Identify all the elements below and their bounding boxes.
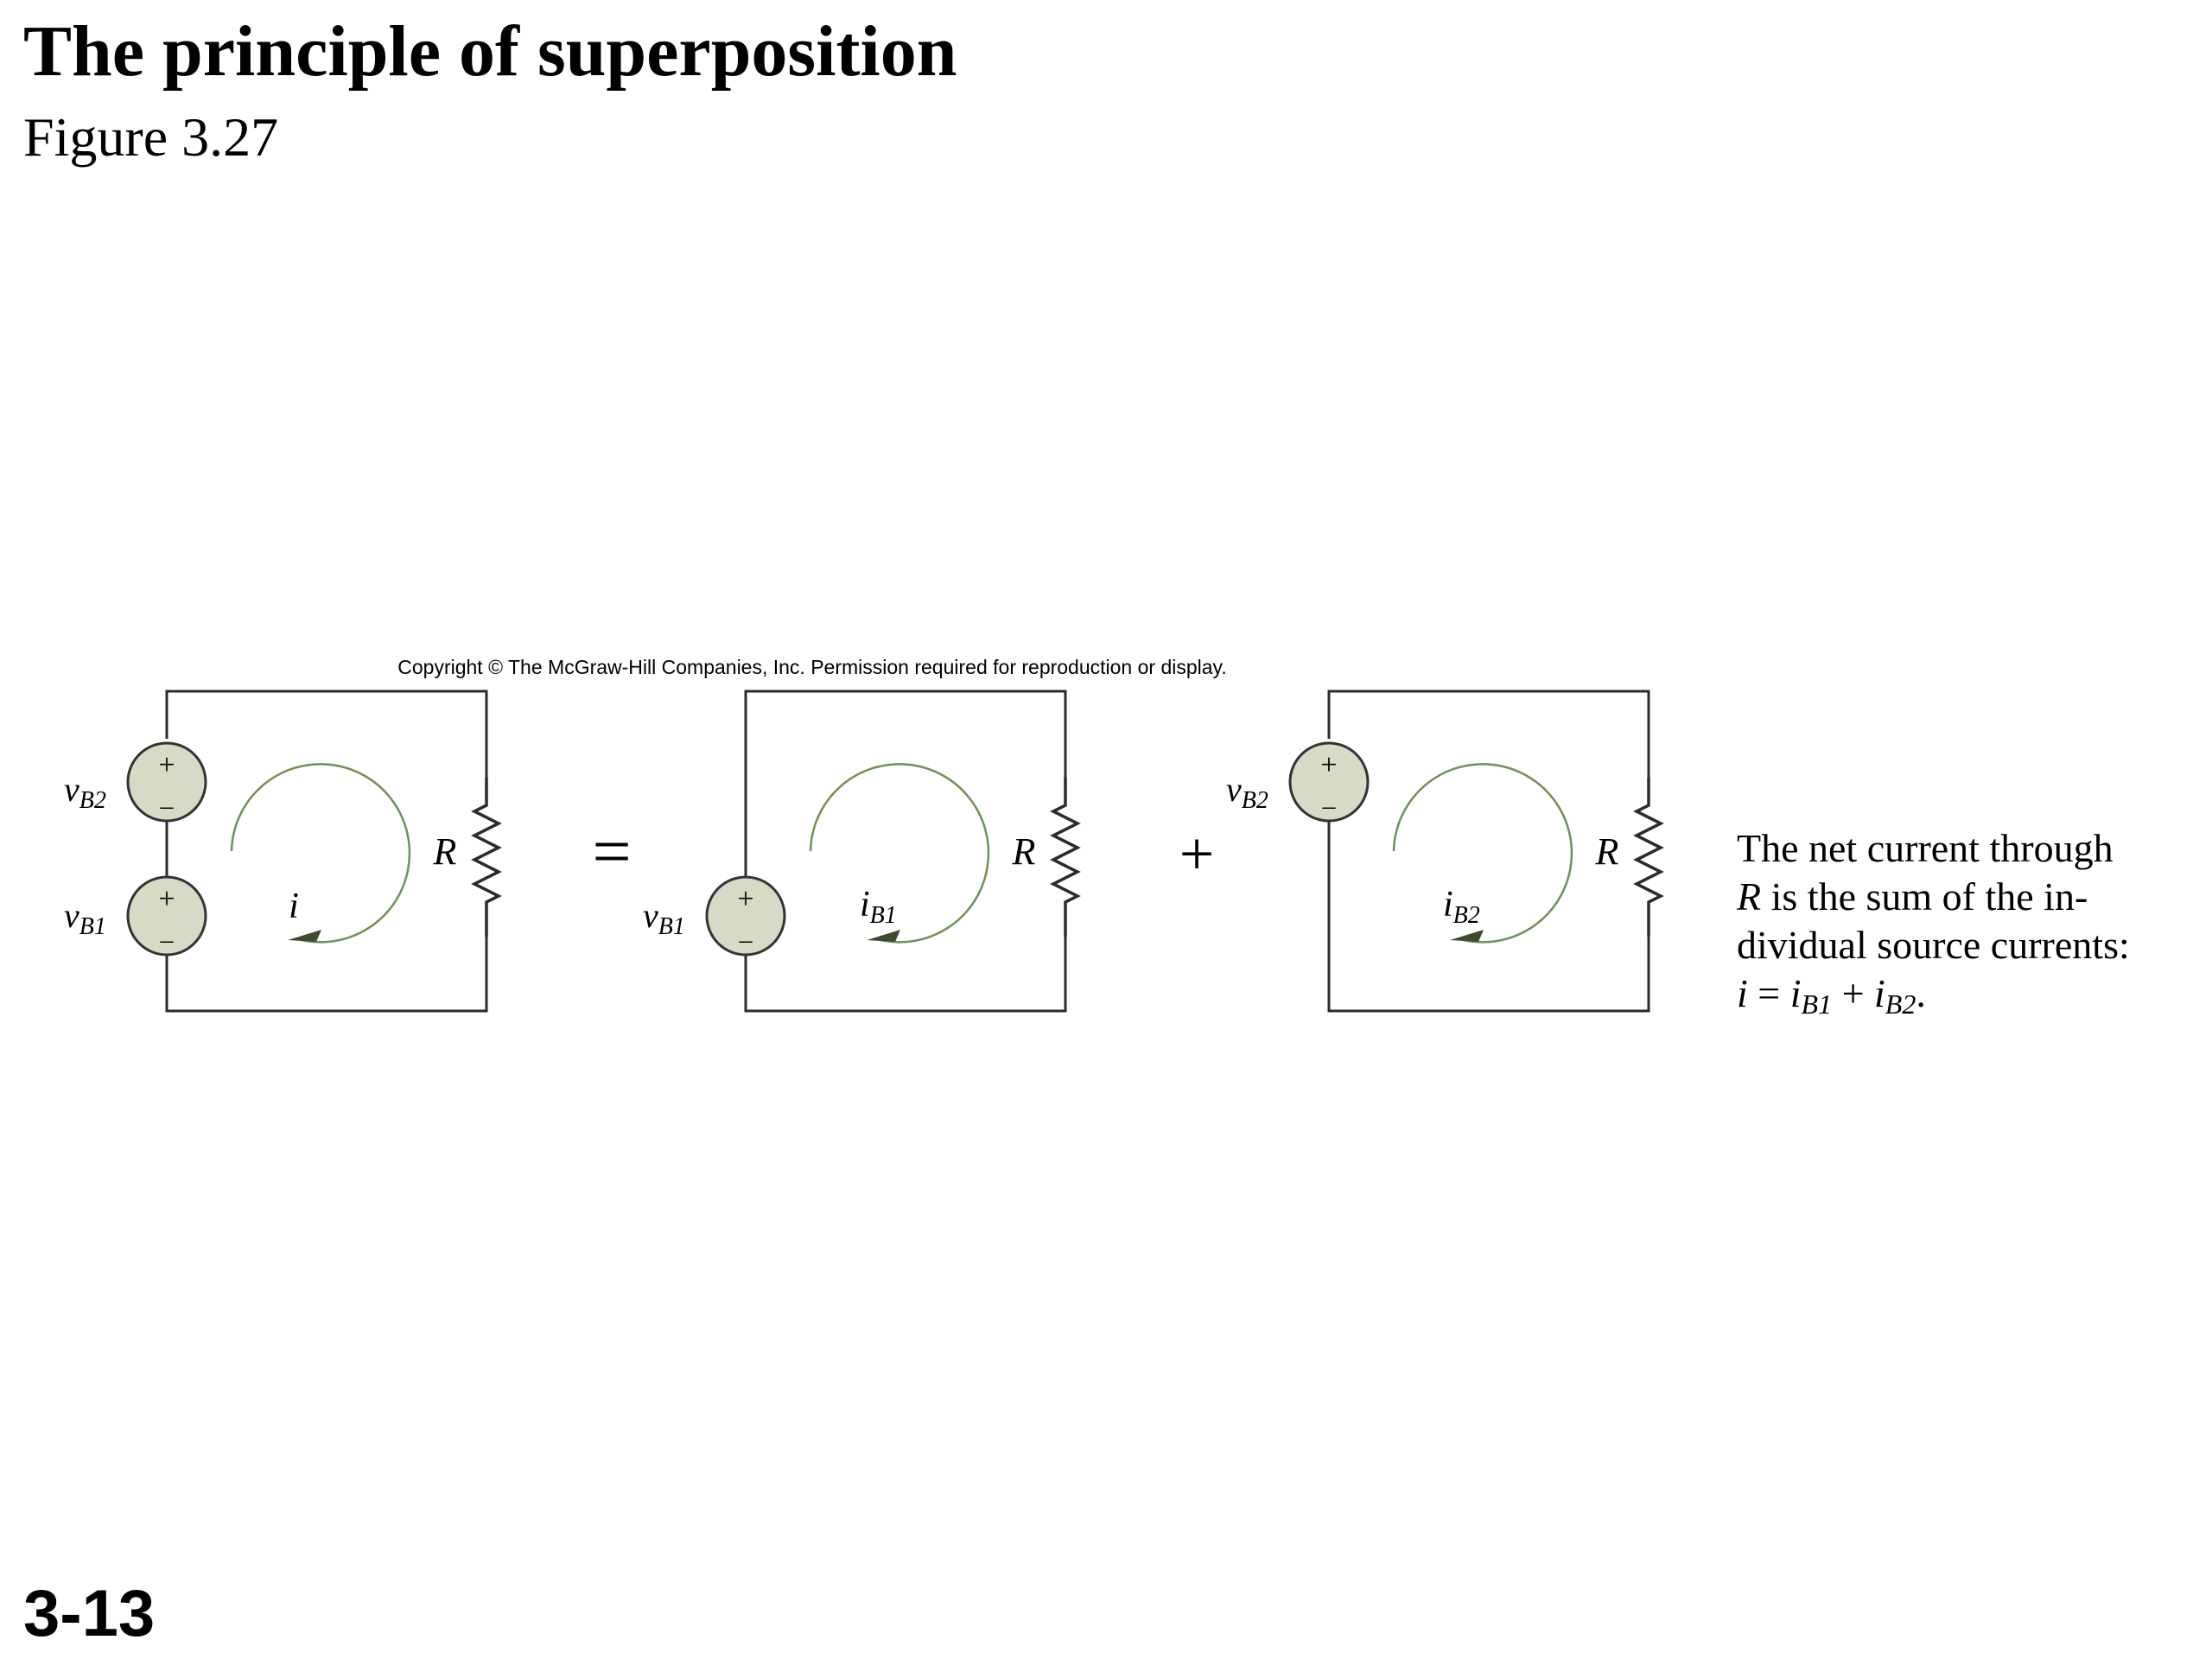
circuit-2: + – vB1 R iB1: [643, 690, 1079, 1013]
circuit-1-source-bottom-label: vB1: [64, 896, 106, 940]
circuit-1-wire: [165, 690, 488, 778]
circuit-1-resistor-label: R: [433, 830, 457, 873]
caption-line-3: dividual source currents:: [1737, 923, 2130, 967]
circuit-2-source-label: vB1: [643, 896, 685, 940]
circuit-1-source-top-icon: + –: [126, 741, 207, 823]
figure-caption: The net current through R is the sum of …: [1736, 826, 2130, 1020]
slide-number: 3-13: [23, 1577, 156, 1650]
circuit-3-resistor-icon: [1635, 776, 1662, 938]
svg-text:+: +: [1320, 749, 1337, 781]
circuit-3: + – vB2 R iB2: [1226, 690, 1662, 1013]
circuit-1-source-bottom-icon: + –: [126, 875, 207, 957]
plus-operator: +: [1179, 819, 1215, 888]
circuit-3-wire: [1327, 690, 1650, 778]
circuit-3-source-icon: + –: [1288, 741, 1370, 823]
circuit-1-wire-bottom: [165, 937, 488, 1013]
svg-text:–: –: [1322, 791, 1337, 820]
circuit-3-source-label: vB2: [1226, 770, 1268, 814]
circuit-2-source-icon: + –: [705, 875, 786, 957]
slide-title: The principle of superposition: [23, 11, 957, 92]
circuit-3-current-arrow-icon: [1392, 763, 1573, 944]
circuit-1: + – + – vB2 vB1 R i: [64, 690, 500, 1013]
circuit-1-current-arrow-icon: [230, 763, 411, 944]
svg-text:+: +: [158, 749, 175, 781]
caption-line-1: The net current through: [1737, 826, 2113, 870]
circuit-2-current-arrow-icon: [809, 763, 990, 944]
circuit-2-current-label: iB1: [860, 885, 897, 929]
circuit-2-resistor-icon: [1052, 776, 1079, 938]
circuit-2-resistor-label: R: [1012, 830, 1036, 873]
circuit-1-current-label: i: [289, 887, 299, 926]
circuit-2-wire-bottom: [744, 937, 1067, 1013]
circuit-1-source-top-label: vB2: [64, 770, 106, 814]
svg-text:+: +: [737, 883, 753, 915]
figure-label: Figure 3.27: [23, 106, 279, 168]
caption-line-2: R is the sum of the in-: [1736, 874, 2088, 918]
circuit-2-wire: [744, 690, 1067, 877]
caption-equation: i = iB1 + iB2.: [1737, 971, 1926, 1020]
svg-text:–: –: [160, 925, 175, 954]
circuit-1-resistor-icon: [473, 776, 500, 938]
svg-text:+: +: [158, 883, 175, 915]
circuit-3-wire-bottom: [1327, 821, 1650, 1013]
copyright-notice: Copyright © The McGraw-Hill Companies, I…: [397, 656, 1226, 678]
equals-operator: =: [592, 814, 631, 890]
svg-text:–: –: [160, 791, 175, 820]
svg-text:–: –: [739, 925, 753, 954]
circuit-3-current-label: iB2: [1443, 885, 1480, 929]
circuit-3-resistor-label: R: [1595, 830, 1619, 873]
